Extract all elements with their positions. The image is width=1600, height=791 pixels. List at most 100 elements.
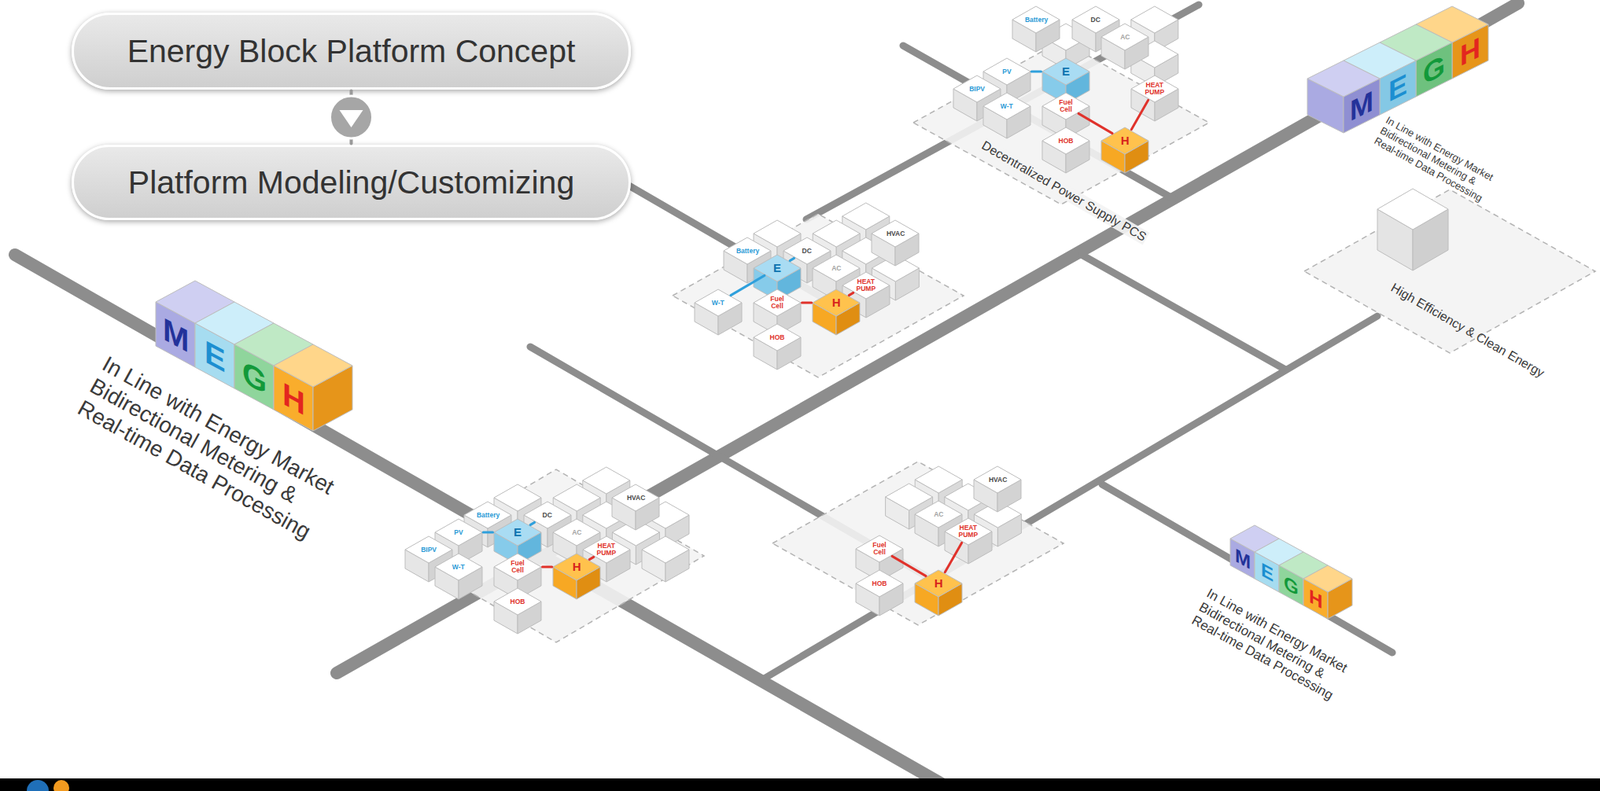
- energy-block: Battery: [1012, 6, 1060, 52]
- cube-face: [914, 570, 963, 598]
- connector-line: [730, 275, 765, 295]
- cube-outline: [1101, 23, 1149, 70]
- cube-shape: [1012, 6, 1060, 52]
- box-title: Platform Modeling/Customizing: [128, 164, 575, 202]
- cube-outline: [1042, 127, 1090, 174]
- energy-block: H: [552, 553, 601, 600]
- cube-outline: [871, 220, 919, 266]
- connector-line: [1031, 70, 1041, 74]
- cube-shape: [983, 92, 1031, 139]
- cube-outline: [611, 484, 660, 531]
- cube-face: [1101, 23, 1149, 51]
- connector: [848, 292, 854, 295]
- connector-line: [530, 522, 535, 525]
- megh-cube: M: [1307, 60, 1380, 133]
- arrow-badge: [330, 95, 373, 139]
- cube-face: [812, 289, 860, 317]
- block-label: Fuel Cell: [1054, 99, 1078, 114]
- connector-line: [848, 292, 854, 295]
- energy-block: W-T: [694, 289, 742, 336]
- cube-face: [953, 75, 1001, 103]
- road: [1081, 254, 1286, 370]
- connector-line: [1078, 113, 1113, 133]
- road: [806, 4, 1199, 220]
- cube-face: [842, 272, 890, 299]
- cube-face: [405, 536, 453, 564]
- cube-face: [871, 220, 919, 248]
- block-label: Fuel Cell: [765, 295, 789, 310]
- block-label: HVAC: [886, 230, 905, 238]
- energy-block: W-T: [983, 92, 1031, 139]
- cube-face: [983, 92, 1031, 120]
- connector-line: [802, 302, 812, 305]
- cube-face: [1042, 92, 1090, 120]
- connector: [730, 275, 765, 295]
- connector-line: [350, 91, 354, 144]
- connector: [589, 556, 594, 560]
- connector-line: [589, 556, 594, 560]
- cube-face: [1131, 75, 1179, 103]
- cube-shape: [494, 588, 542, 635]
- block-label: HOB: [770, 334, 786, 342]
- block-label: HVAC: [626, 494, 646, 502]
- block-label: W-T: [711, 299, 725, 307]
- connector: [892, 556, 926, 576]
- cube-face: [944, 518, 992, 546]
- cube-outline: [1131, 75, 1179, 122]
- platforms: [408, 40, 1596, 643]
- energy-block: HOB: [855, 570, 904, 616]
- block-label: HEAT PUMP: [1142, 81, 1167, 96]
- cube-face: [753, 220, 801, 248]
- block-label: HEAT PUMP: [956, 524, 981, 539]
- block-label: Battery: [476, 512, 500, 520]
- platform: [408, 469, 705, 643]
- energy-block: HVAC: [973, 466, 1022, 513]
- road: [765, 316, 1378, 679]
- block-label: HEAT PUMP: [594, 542, 619, 557]
- energy-block: HEAT PUMP: [944, 518, 992, 565]
- connector: [482, 532, 493, 534]
- connector-line: [542, 566, 553, 569]
- energy-block: AC: [1101, 23, 1149, 70]
- energy-block: HEAT PUMP: [1131, 75, 1179, 122]
- block-label: W-T: [1000, 103, 1014, 111]
- cube-face: [723, 237, 771, 265]
- cube-face: [494, 519, 542, 546]
- platform: [913, 40, 1210, 205]
- block-label: Battery: [1024, 16, 1048, 24]
- block-label: E: [773, 261, 782, 275]
- block-label: BIPV: [969, 85, 985, 93]
- megh-cube: H: [1303, 565, 1353, 620]
- connector: [1031, 71, 1041, 73]
- energy-block: H: [812, 289, 860, 336]
- cube-face: [494, 484, 542, 512]
- connector: [1131, 99, 1148, 130]
- cube-face: [842, 202, 890, 230]
- cube-outline: [694, 289, 742, 336]
- cube-outline: [494, 588, 542, 635]
- cube-face: [582, 467, 631, 495]
- cube-face: [1131, 6, 1179, 34]
- block-label: AC: [831, 265, 841, 273]
- energy-block: H: [1101, 127, 1149, 174]
- cube-face: [435, 553, 483, 581]
- cube-face: [552, 484, 601, 512]
- connector: [1078, 113, 1113, 133]
- cube-face: [1042, 58, 1090, 85]
- connector: [802, 302, 812, 304]
- cube-shape: [1101, 23, 1149, 70]
- cube-face: [753, 324, 801, 351]
- cube-face: [914, 501, 963, 528]
- block-label: AC: [571, 529, 582, 537]
- connector: [789, 258, 794, 261]
- cube-outline: [753, 324, 801, 370]
- block-label: AC: [1120, 33, 1130, 41]
- cube-face: [753, 289, 801, 317]
- connector-line: [944, 542, 962, 573]
- cube-outline: [983, 92, 1031, 139]
- block-label: W-T: [452, 564, 465, 572]
- block-label: PV: [453, 529, 463, 537]
- cube-face: [641, 536, 690, 564]
- cube-outline: [1101, 127, 1149, 174]
- cube-outline: [973, 466, 1022, 513]
